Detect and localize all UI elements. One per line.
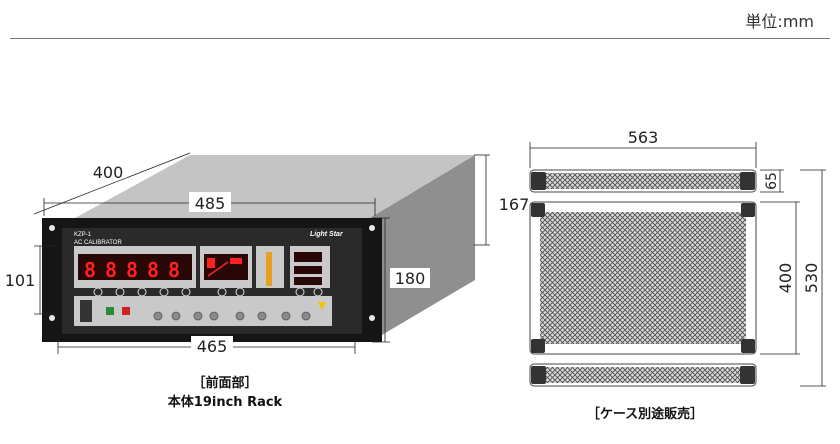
mount-holes [49,225,375,321]
dim-case-width: 563 [628,128,659,147]
rack-unit: KZP-1 AC CALIBRATOR Light Star 8 8 8 8 8 [5,152,530,356]
case-drawing: 563 65 400 530 [529,128,826,387]
case-body [529,201,757,355]
case-bottom-lid [529,363,757,387]
power-switch [80,300,92,322]
dim-case-total-height: 530 [802,263,821,294]
brand-logo: Light Star [310,231,344,238]
readout-window-3 [294,277,322,285]
range-indicator-b [230,258,242,264]
rack-side-face [370,155,475,342]
case-dimension-lines [529,142,826,387]
terminal-jacks [153,311,311,321]
range-needle [207,261,229,277]
case-top-lid [529,169,757,193]
readout-window-2 [294,266,322,274]
on-button [106,307,114,315]
readout-window-1 [294,252,322,262]
model-label: KZP-1 [74,232,92,238]
dim-front-width: 465 [197,337,228,356]
case-caption: ［ケース別途販売］ [586,407,704,422]
dim-depth: 400 [93,163,124,182]
front-caption-title: ［前面部］ [192,376,258,391]
front-caption-subtitle: 本体19inch Rack [167,395,283,410]
dim-panel-height: 101 [5,271,36,290]
off-button [122,307,130,315]
unit-label: 単位:mm [745,12,814,31]
device-name: AC CALIBRATOR [74,240,122,246]
digit-display-window [78,254,192,280]
top-divider [10,38,830,39]
dim-case-body-height: 400 [776,263,795,294]
digit-2: 8 [105,258,117,282]
dim-case-top-height: 65 [764,172,780,190]
digit-1: 8 [84,258,96,282]
dim-box-height: 167 [499,195,530,214]
bar-meter-fill [266,252,272,286]
control-strip [74,296,332,326]
dim-rack-width: 485 [195,194,226,213]
dim-total-height: 180 [395,269,426,288]
digit-5: 8 [168,258,180,282]
digit-3: 8 [126,258,138,282]
warning-symbol [318,302,326,310]
range-indicator-a [207,258,215,268]
digit-4: 8 [147,258,159,282]
